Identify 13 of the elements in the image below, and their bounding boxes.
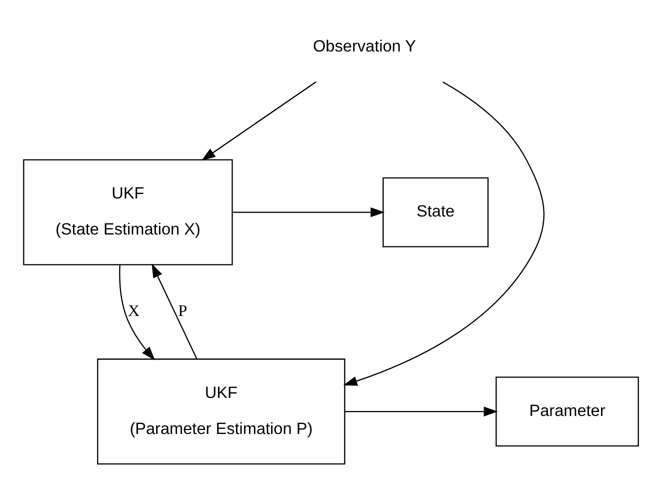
node-box: State (382, 177, 489, 248)
arrow (152, 264, 198, 360)
arrow (119, 264, 156, 360)
edge-label: X (128, 301, 140, 320)
node-text: Observation Y (313, 38, 416, 56)
arrow (344, 406, 498, 416)
edge-label: P (178, 301, 188, 320)
arrow (201, 81, 316, 161)
node-box: Parameter (496, 376, 639, 446)
arrow (343, 82, 544, 386)
node-box: UKF (Parameter Estimation P) (97, 358, 346, 465)
node-box: UKF (State Estimation X) (23, 159, 233, 266)
arrow (232, 207, 385, 218)
